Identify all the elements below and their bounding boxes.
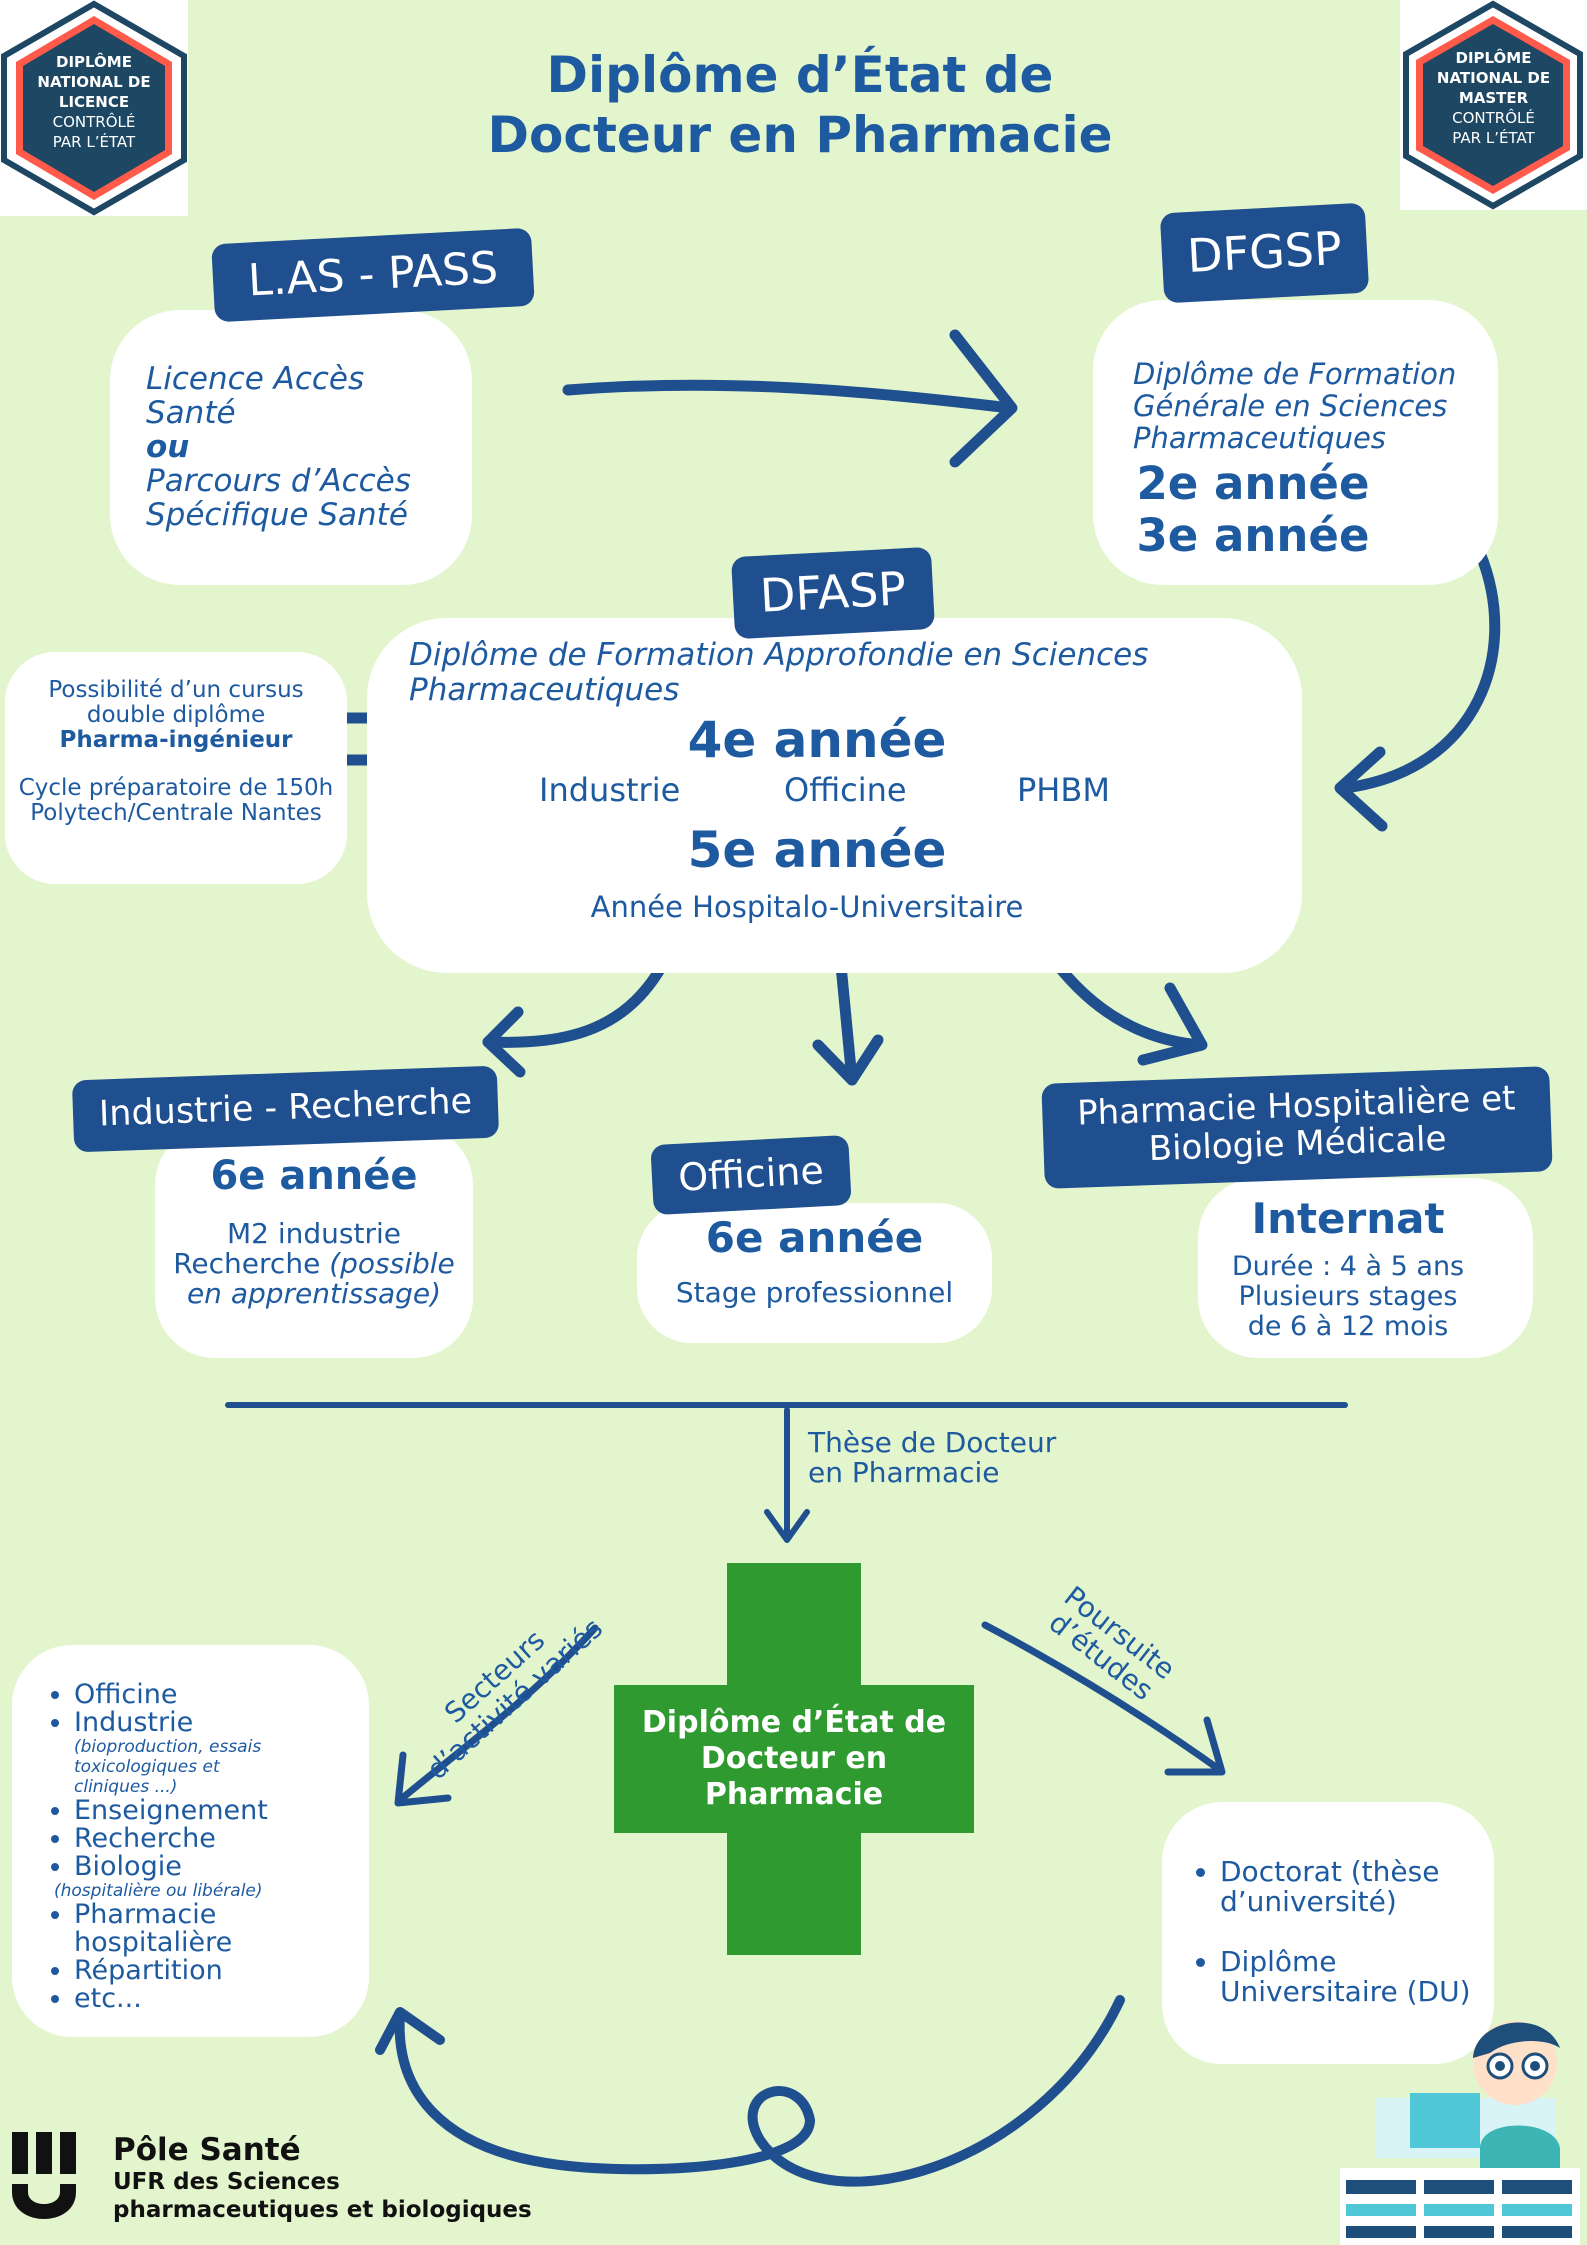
list-item: Recherche — [74, 1825, 384, 1853]
arrowhead-these-down — [764, 1509, 810, 1543]
arrowhead-dfasp-to-officine — [812, 1034, 884, 1086]
arrowhead-dfasp-to-phbm — [1137, 982, 1208, 1066]
dfasp-card: Diplôme de Formation Approfondie en Scie… — [367, 618, 1302, 973]
list-item: Biologie (hospitalière ou libérale) — [54, 1853, 384, 1902]
list-item: Enseignement — [74, 1797, 384, 1825]
loop-arrow — [394, 1995, 1125, 2187]
list-item: Officine — [74, 1681, 384, 1709]
master-badge: DIPLÔME NATIONAL DE MASTER CONTRÔLÉ PAR … — [1400, 0, 1587, 210]
arrowhead-loop — [375, 2007, 445, 2055]
arrowhead-dfasp-to-industrie — [482, 1006, 526, 1078]
double-diploma-card: Possibilité d’un cursus double diplôme P… — [5, 652, 347, 884]
footer-brand: Pôle Santé UFR des Sciences pharmaceutiq… — [113, 2132, 532, 2223]
arrowhead-dfgsp-to-dfasp — [1334, 746, 1388, 832]
list-item: Industrie (bioproduction, essais toxicol… — [74, 1709, 384, 1798]
phbm-tag: Pharmacie Hospitalière et Biologie Médic… — [1041, 1066, 1553, 1189]
phbm-card: Internat Durée : 4 à 5 ans Plusieurs sta… — [1198, 1178, 1533, 1358]
las-pass-card: Licence Accès Santé ou Parcours d’Accès … — [110, 310, 472, 585]
officine-tag: Officine — [650, 1134, 852, 1216]
las-pass-tag: L.AS - PASS — [211, 227, 535, 323]
industrie-card: 6e année M2 industrie Recherche (possibl… — [155, 1125, 473, 1358]
branch-officine: Officine — [784, 771, 907, 809]
arrow-to-studies — [981, 1621, 1224, 1774]
pole-sante-logo-icon — [12, 2132, 76, 2219]
arrowhead-to-studies — [1164, 1716, 1226, 1776]
arrowhead-las-to-dfgsp — [949, 329, 1018, 468]
dfgsp-tag: DFGSP — [1159, 202, 1370, 304]
cross-text: Diplôme d’État de Docteur en Pharmacie — [641, 1705, 947, 1812]
arrow-dfasp-to-industrie — [482, 949, 674, 1048]
industrie-tag: Industrie - Recherche — [71, 1065, 500, 1153]
list-item: Répartition — [74, 1957, 384, 1985]
dfasp-tag: DFASP — [730, 546, 936, 640]
pharmacist-illustration-icon — [1340, 2021, 1580, 2245]
sectors-card: Officine Industrie (bioproduction, essai… — [12, 1645, 369, 2037]
officine-card: 6e année Stage professionnel — [637, 1203, 992, 1343]
arrowhead-to-sectors — [394, 1751, 452, 1807]
these-label: Thèse de Docteur en Pharmacie — [808, 1426, 1057, 1489]
page-title: Diplôme d’État de Docteur en Pharmacie — [487, 46, 1113, 164]
dfgsp-card: Diplôme de Formation Générale en Science… — [1093, 300, 1498, 585]
arrow-las-to-dfgsp — [562, 379, 1016, 414]
green-cross-horizontal — [614, 1685, 974, 1833]
branch-industrie: Industrie — [539, 771, 681, 809]
licence-hexagon-icon — [1, 0, 187, 216]
arrow-dfasp-to-phbm — [1044, 949, 1206, 1051]
arrow-dfasp-to-officine — [834, 949, 858, 1086]
list-item: etc... — [74, 1985, 384, 2013]
arrow-dfgsp-to-dfasp — [1339, 547, 1501, 794]
master-hexagon-icon — [1403, 0, 1583, 210]
arrow-to-sectors — [396, 1624, 599, 1804]
branch-phbm: PHBM — [1017, 771, 1110, 809]
licence-badge: DIPLÔME NATIONAL DE LICENCE CONTRÔLÉ PAR… — [0, 0, 188, 216]
